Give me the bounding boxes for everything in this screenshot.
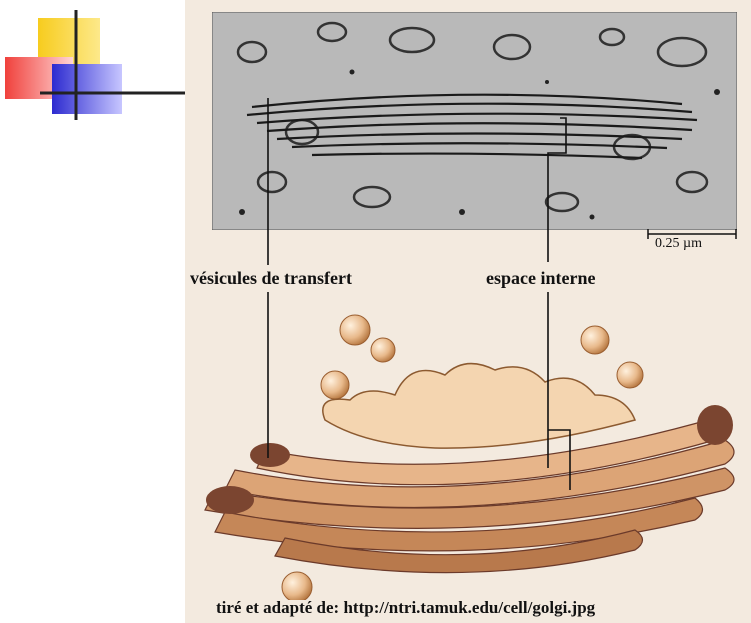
label-transfer-vesicles: vésicules de transfert [190,268,352,289]
label-internal-space: espace interne [486,268,595,289]
golgi-illustration [195,300,751,600]
scale-bar-label: 0.25 µm [655,236,702,252]
slide-logo [0,0,190,130]
figure-caption: tiré et adapté de: http://ntri.tamuk.edu… [216,598,595,618]
electron-micrograph [212,12,737,230]
